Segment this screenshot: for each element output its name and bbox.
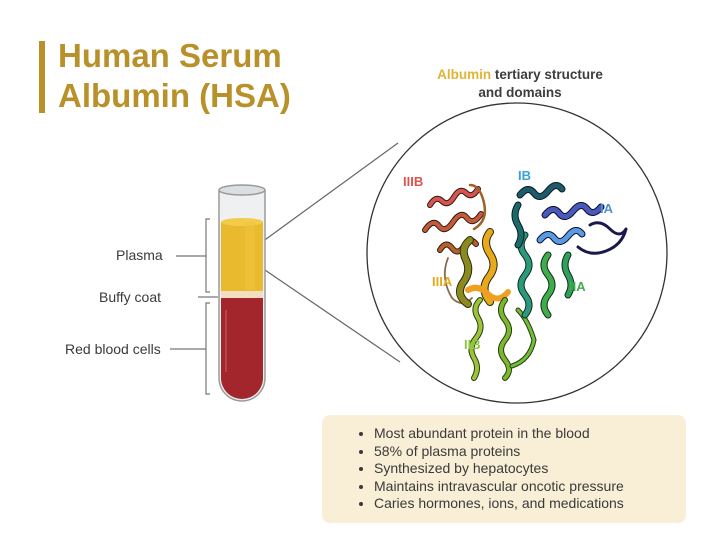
fact-item: Maintains intravascular oncotic pressure — [374, 478, 686, 496]
plasma-bracket — [205, 218, 210, 293]
plasma-label: Plasma — [116, 247, 163, 263]
albumin-structure — [422, 182, 628, 381]
domain-label-ib: IB — [518, 168, 531, 183]
magnifier-circle — [366, 102, 668, 404]
tube-rim — [218, 184, 266, 196]
domain-label-iia: IIA — [569, 279, 586, 294]
page-title: Human Serum Albumin (HSA) — [58, 36, 291, 116]
facts-box: Most abundant protein in the blood 58% o… — [322, 415, 686, 523]
title-line-2: Albumin (HSA) — [58, 77, 291, 114]
domain-label-iiib: IIIB — [403, 174, 423, 189]
zoom-connector-bottom — [261, 267, 401, 363]
facts-list: Most abundant protein in the blood 58% o… — [322, 415, 686, 513]
title-line-1: Human Serum — [58, 37, 282, 74]
domain-label-ia: IA — [600, 201, 614, 216]
fact-item: Most abundant protein in the blood — [374, 425, 686, 443]
domain-label-iib: IIB — [464, 337, 481, 352]
rbc-bracket — [205, 302, 210, 395]
domain-label-iiia: IIIA — [432, 274, 453, 289]
fact-item: Caries hormones, ions, and medications — [374, 495, 686, 513]
red-blood-cells-label: Red blood cells — [65, 341, 161, 357]
fact-item: 58% of plasma proteins — [374, 443, 686, 461]
zoom-connector-top — [261, 142, 399, 243]
structure-heading-line-2: and domains — [478, 85, 562, 100]
tube-brackets — [170, 218, 218, 395]
test-tube — [218, 184, 266, 402]
rbc-layer — [221, 296, 263, 399]
plasma-layer — [221, 222, 263, 291]
buffy-coat-label: Buffy coat — [99, 289, 162, 305]
buffy-coat-layer — [221, 290, 263, 298]
title-accent-bar — [39, 41, 45, 113]
structure-heading: Albumin tertiary structure and domains — [405, 66, 635, 102]
structure-heading-accent: Albumin — [437, 67, 492, 82]
structure-heading-rest: tertiary structure — [491, 67, 603, 82]
fact-item: Synthesized by hepatocytes — [374, 460, 686, 478]
